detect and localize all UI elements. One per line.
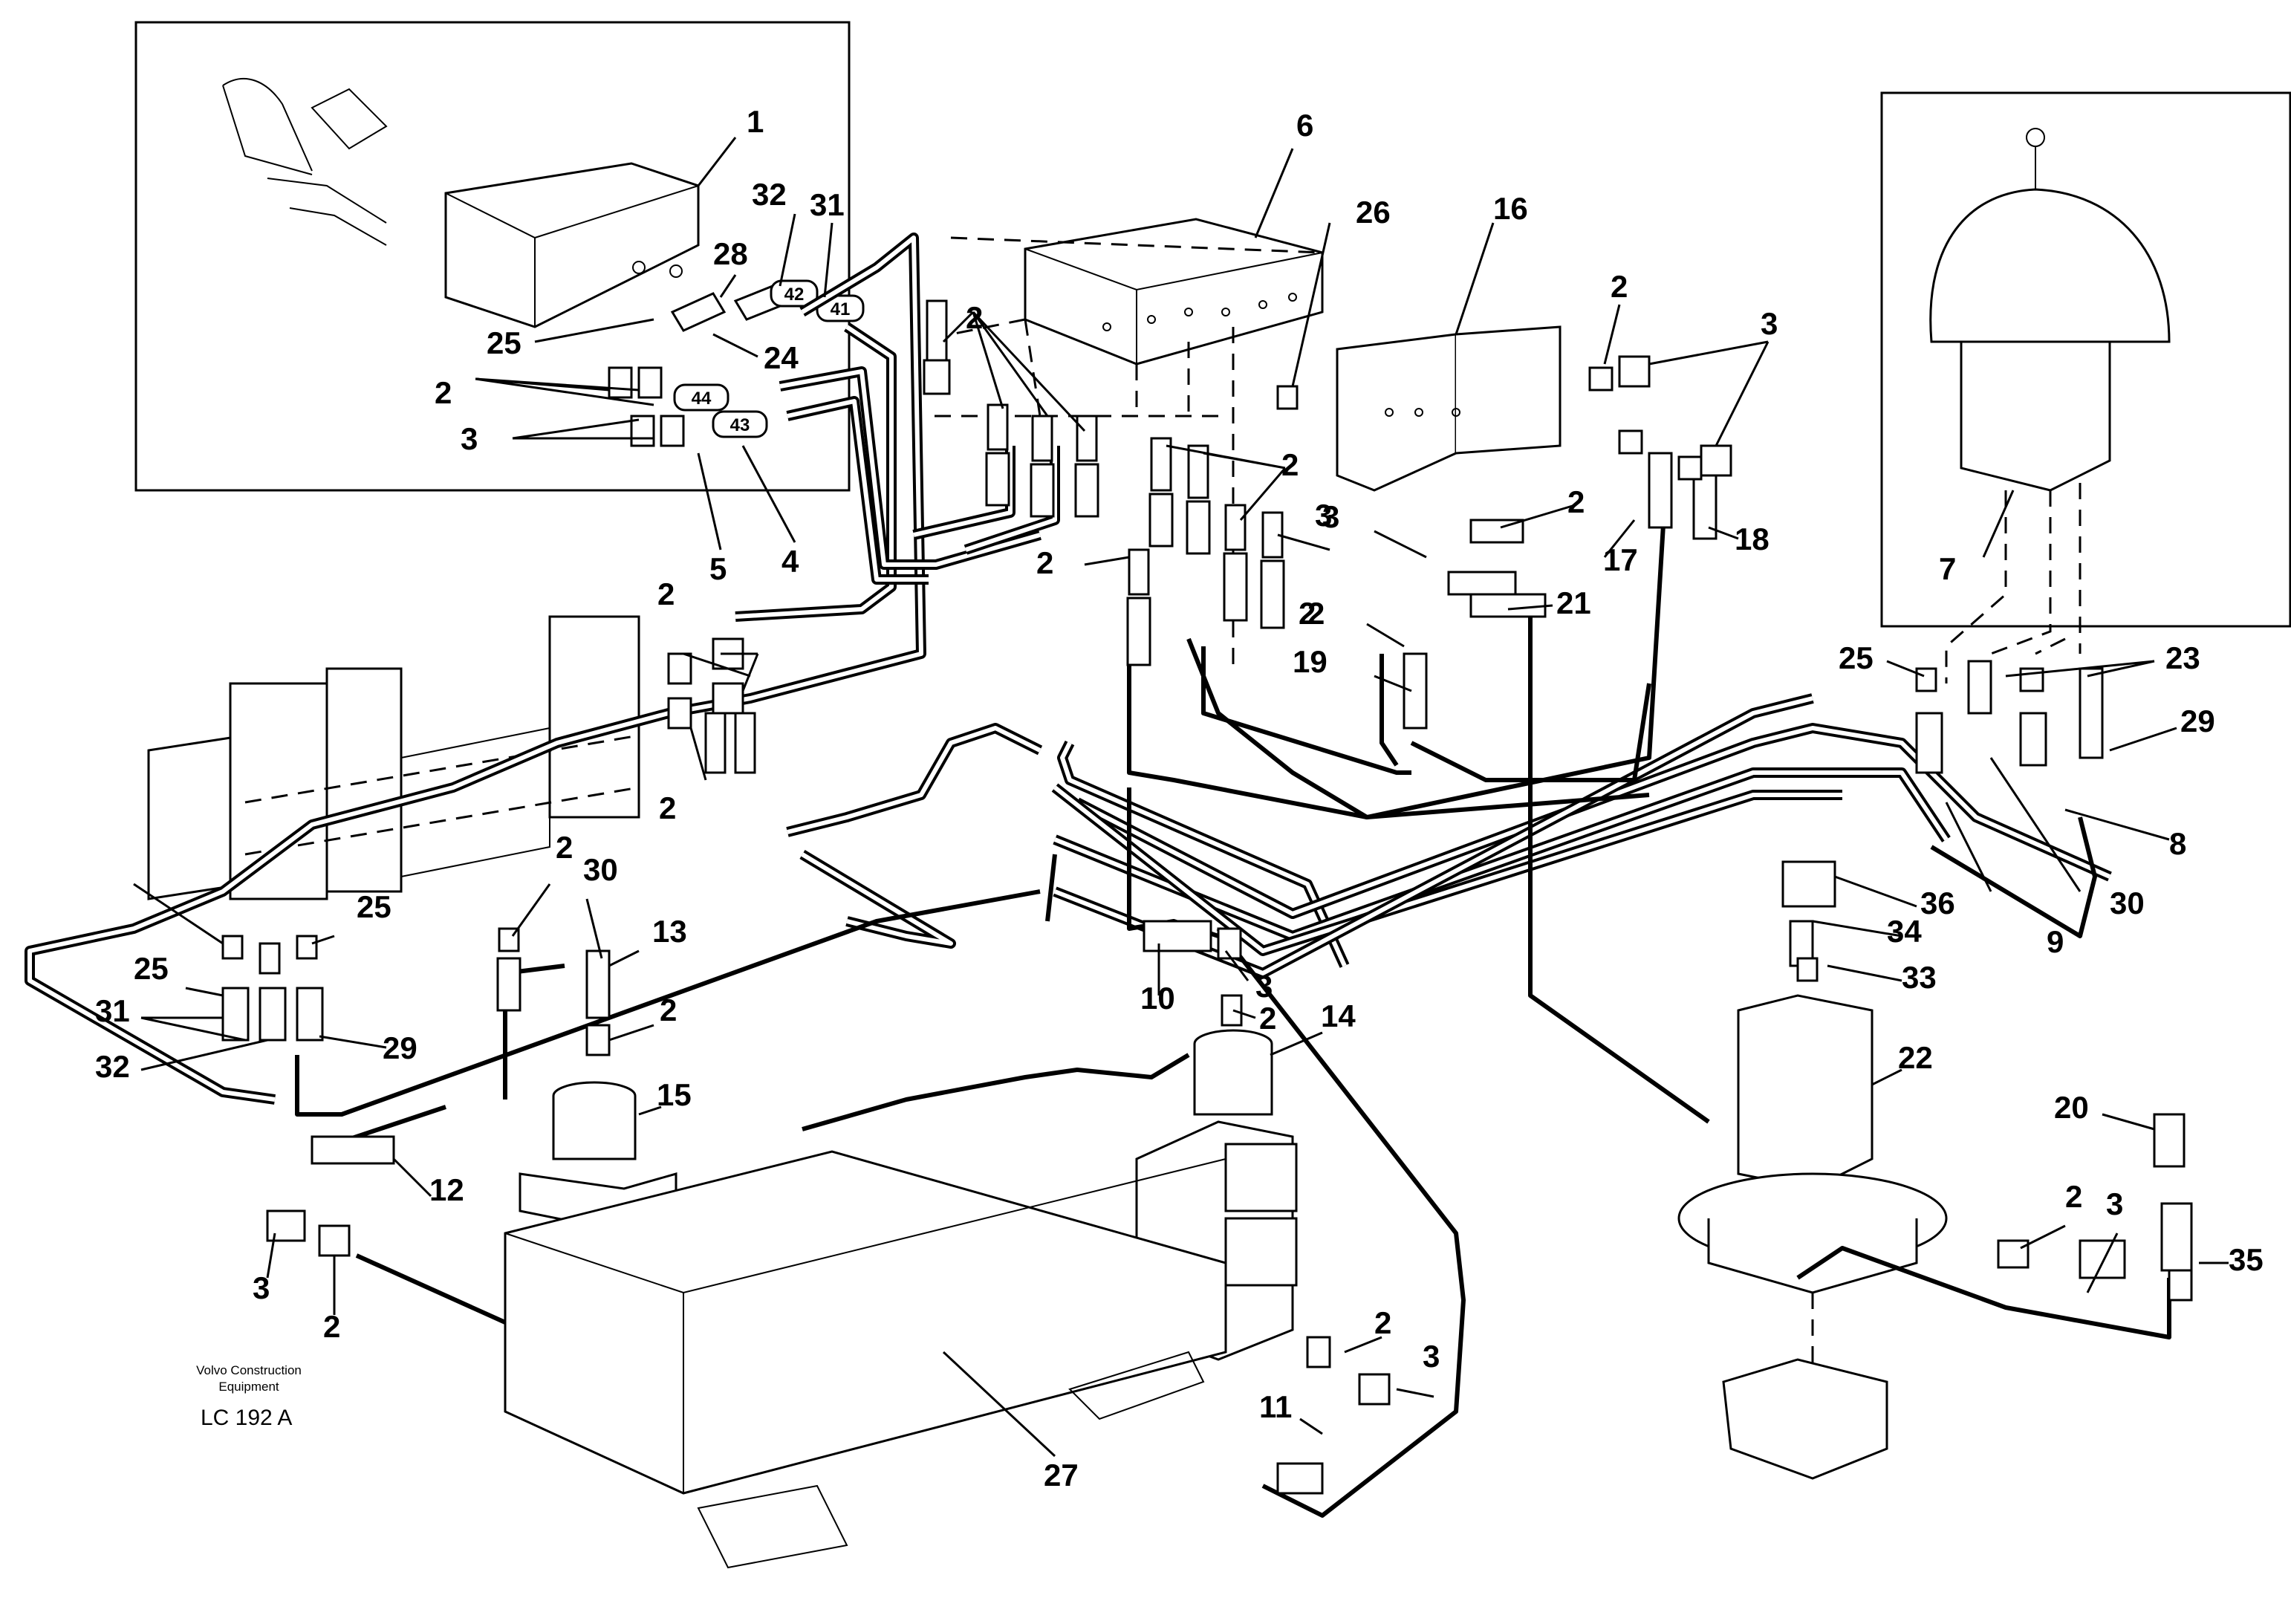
hose-tag-43: 43 <box>712 410 768 438</box>
callout: 11 <box>1259 1389 1292 1424</box>
callout: 2 <box>1611 269 1628 304</box>
callout: 8 <box>2169 826 2186 861</box>
callout: 17 <box>1603 542 1638 577</box>
callout: 22 <box>1898 1040 1933 1075</box>
callout: 2 <box>435 375 452 410</box>
callout: 18 <box>1735 522 1770 556</box>
callout: 21 <box>1556 585 1591 620</box>
left-inset-frame <box>134 21 851 492</box>
callout: 28 <box>713 236 748 271</box>
callout: 2 <box>657 576 675 611</box>
callout: 4 <box>781 544 799 579</box>
callout: 25 <box>487 325 521 360</box>
hose-tag-42: 42 <box>770 279 819 308</box>
callout: 3 <box>1322 499 1339 534</box>
callout: 3 <box>1255 969 1273 1004</box>
callout: 24 <box>764 340 799 375</box>
callout: 14 <box>1321 998 1356 1033</box>
svg-text:43: 43 <box>730 415 750 435</box>
callout: 31 <box>810 187 845 222</box>
leader-lines <box>133 137 2229 1458</box>
callout: 32 <box>95 1049 130 1084</box>
callout: 2 <box>323 1309 340 1344</box>
hoses <box>25 233 2171 1518</box>
callout: 26 <box>1356 195 1391 230</box>
callout: 12 <box>429 1172 464 1207</box>
callout: 25 <box>134 951 169 986</box>
company-name-2: Equipment <box>218 1380 279 1394</box>
callout: 34 <box>1887 914 1922 949</box>
company-name: Volvo Construction <box>196 1363 302 1377</box>
callout: 23 <box>2165 640 2200 675</box>
callout: 29 <box>383 1030 417 1065</box>
svg-text:44: 44 <box>692 389 712 409</box>
manifold-box-6 <box>929 218 1324 669</box>
callout: 16 <box>1493 191 1528 226</box>
callout: 3 <box>461 421 478 456</box>
callout: 10 <box>1140 981 1175 1016</box>
callout: 36 <box>1920 886 1955 920</box>
callout: 13 <box>652 914 687 949</box>
hose-tag-41: 41 <box>816 294 865 322</box>
callout-labels: 1 32 31 28 25 24 2 3 5 4 6 26 16 2 3 2 2… <box>95 104 2264 1493</box>
svg-text:41: 41 <box>831 299 851 319</box>
callout: 5 <box>709 551 727 586</box>
callout: 20 <box>2054 1090 2089 1125</box>
drawing-code: LC 192 A <box>201 1406 292 1430</box>
callout: 2 <box>966 300 983 335</box>
callout: 3 <box>1423 1339 1440 1374</box>
callout: 31 <box>95 993 130 1028</box>
svg-text:42: 42 <box>784 285 805 305</box>
tank-27 <box>504 1150 1227 1569</box>
callout: 27 <box>1044 1458 1079 1493</box>
callout: 2 <box>1299 596 1316 631</box>
callout: 35 <box>2229 1242 2264 1277</box>
callout: 3 <box>1315 498 1332 533</box>
callout: 3 <box>1761 306 1778 341</box>
callout: 3 <box>253 1270 270 1305</box>
callout: 2 <box>659 790 676 825</box>
callout: 2 <box>2065 1179 2082 1214</box>
callout: 9 <box>2047 924 2064 959</box>
callout: 29 <box>2180 704 2215 738</box>
callout: 30 <box>2110 886 2145 920</box>
credit-block: Volvo Construction Equipment LC 192 A <box>196 1363 302 1430</box>
callout: 2 <box>1259 1001 1276 1036</box>
callout: 1 <box>747 104 764 139</box>
callout: 25 <box>357 889 391 924</box>
callout: 25 <box>1839 640 1874 675</box>
sensor-box-16 <box>1336 325 1562 492</box>
callout: 2 <box>1374 1305 1391 1340</box>
callout: 2 <box>1567 484 1585 519</box>
callout: 3 <box>2106 1186 2123 1221</box>
pedal-valve-assembly <box>222 78 786 447</box>
hose-tag-44: 44 <box>673 383 729 412</box>
callout: 2 <box>1307 596 1325 631</box>
callout: 19 <box>1293 644 1328 679</box>
control-valve-bank <box>147 615 640 900</box>
swivel-motor-22 <box>1677 994 1948 1480</box>
fittings <box>221 299 2193 1495</box>
callout: 7 <box>1939 551 1956 586</box>
callout: 2 <box>1036 545 1053 580</box>
callout: 6 <box>1296 108 1313 143</box>
callout: 2 <box>556 830 573 865</box>
right-inset-frame <box>1880 91 2291 628</box>
callout: 2 <box>660 993 677 1027</box>
callout: 2 <box>1281 447 1299 482</box>
callout: 30 <box>583 852 618 887</box>
callout: 32 <box>752 177 787 212</box>
callout: 33 <box>1902 960 1937 995</box>
joystick-7 <box>1929 128 2171 683</box>
callout: 15 <box>657 1077 692 1112</box>
